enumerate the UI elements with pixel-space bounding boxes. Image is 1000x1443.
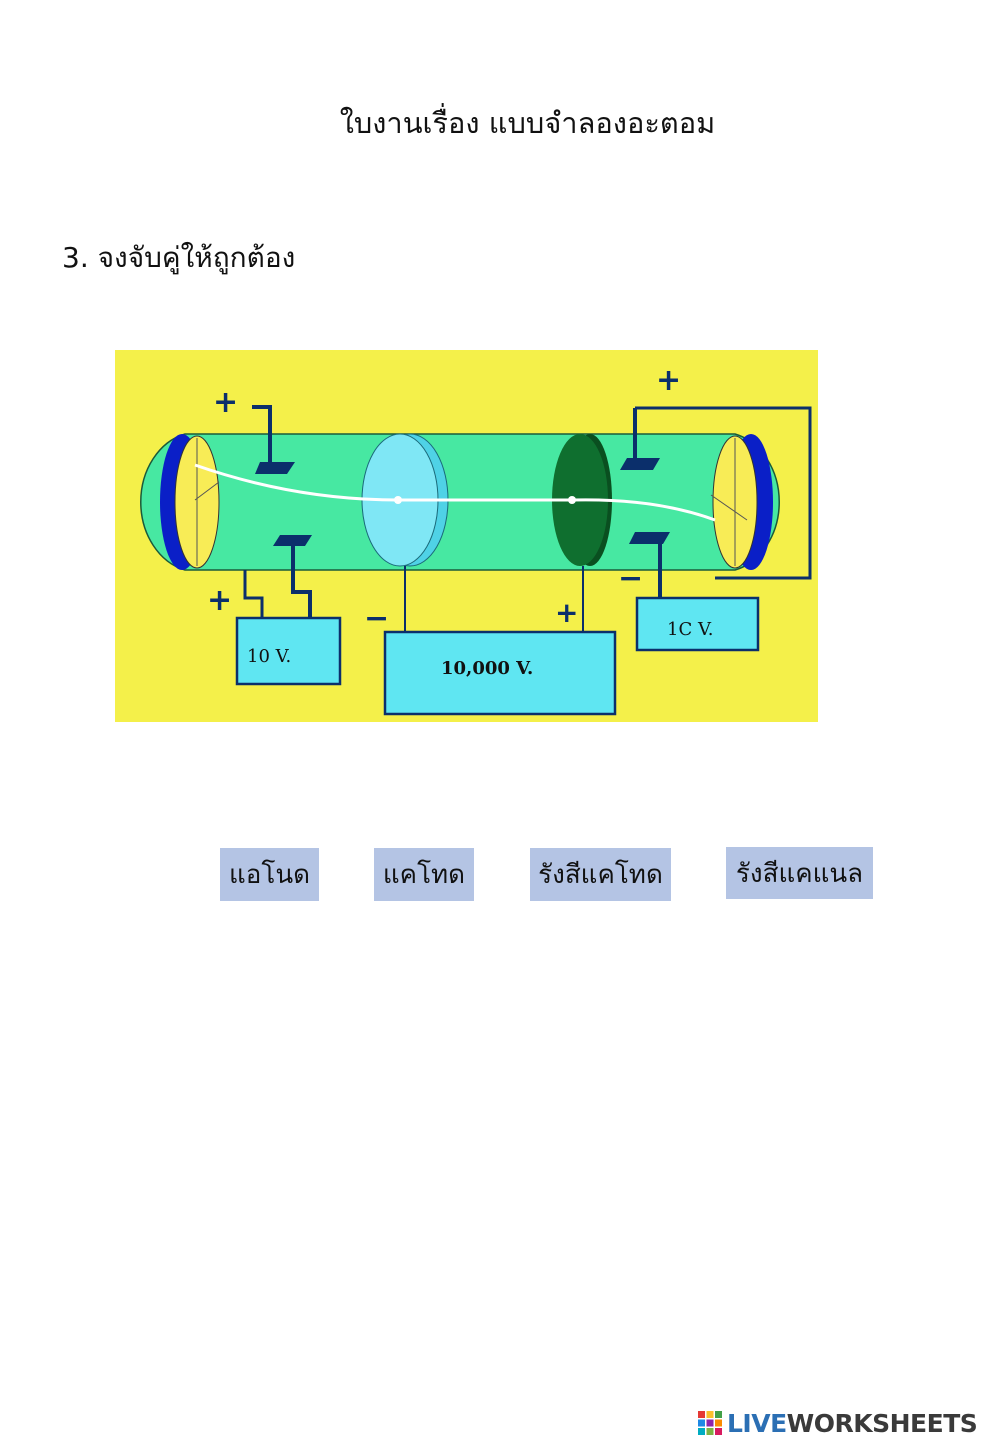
sign-plus-top-left: + — [213, 385, 238, 420]
left-electrode-wire — [243, 570, 264, 618]
worksheet-title: ใบงานเรื่อง แบบจำลองอะตอม — [339, 106, 716, 140]
left-top-plate-wire — [252, 405, 272, 462]
liveworksheets-footer: LIVEWORKSHEETS — [697, 1406, 978, 1440]
liveworksheets-logo-icon — [698, 1411, 722, 1435]
brand-live: LIVE — [727, 1408, 787, 1438]
cathode-ray-tube-diagram: 10 V. 10,000 V. 1C V. + + − + + − — [115, 350, 818, 722]
brand-rest: WORKSHEETS — [786, 1408, 978, 1438]
answer-chip-cathode-ray[interactable]: รังสีแคโทด — [530, 848, 671, 901]
answer-chip-cathode[interactable]: แคโทด — [374, 848, 474, 901]
tube-body — [140, 433, 780, 571]
power-label-center: 10,000 V. — [441, 658, 533, 679]
sign-minus-right: − — [618, 561, 643, 596]
power-box-center — [383, 630, 617, 716]
sign-plus-top-right: + — [656, 363, 681, 398]
left-bottom-plate-wire — [291, 546, 312, 618]
right-bottom-plate — [629, 532, 670, 544]
sign-plus-center: + — [555, 596, 578, 629]
answer-chip-anode[interactable]: แอโนด — [220, 848, 319, 901]
sign-plus-bottom-left: + — [207, 583, 232, 618]
power-label-right: 1C V. — [667, 619, 714, 640]
question-instruction: 3. จงจับคู่ให้ถูกต้อง — [62, 241, 296, 274]
sign-minus-center: − — [364, 601, 389, 636]
power-label-left: 10 V. — [247, 646, 291, 667]
left-bottom-plate — [273, 535, 312, 546]
right-top-plate — [620, 458, 660, 470]
right-frame-wire — [635, 406, 812, 580]
liveworksheets-brand: LIVEWORKSHEETS — [727, 1408, 978, 1438]
left-top-plate — [255, 462, 295, 474]
power-box-right — [635, 596, 760, 652]
answer-chip-canal-ray[interactable]: รังสีแคแนล — [726, 847, 873, 899]
power-box-left — [235, 616, 342, 686]
